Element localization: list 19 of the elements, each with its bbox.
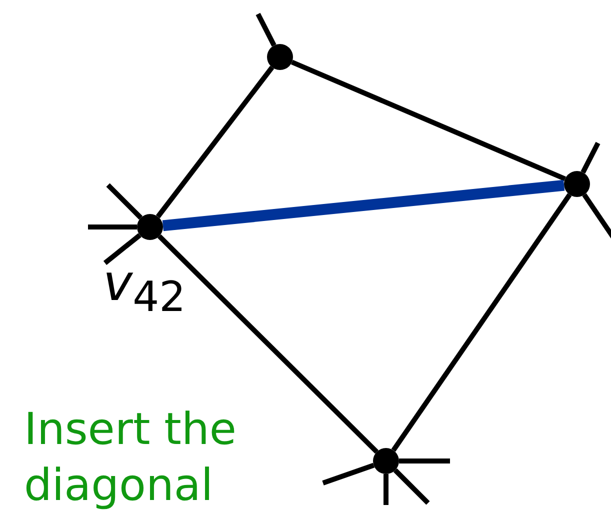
edge-stub: [256, 12, 276, 47]
edge-line: [157, 234, 379, 454]
edge-stub: [103, 233, 142, 265]
edge-stub: [384, 474, 388, 505]
step-caption: Insert the diagonal: [24, 403, 238, 513]
edge-stub: [322, 462, 375, 486]
edge-line: [290, 60, 566, 182]
vertex-label: v$_{42}$: [103, 258, 186, 318]
vertex-dot: [373, 448, 399, 474]
edge-stub: [393, 468, 430, 505]
edge-stub: [580, 142, 600, 174]
vertex-dot: [564, 171, 590, 197]
edge-line: [391, 193, 572, 452]
edge-line: [156, 66, 274, 218]
diagonal-edge: [162, 180, 565, 232]
edge-stub: [88, 224, 137, 230]
edge-stub: [399, 458, 450, 464]
vertex-dot: [267, 44, 293, 70]
edge-stub: [106, 183, 143, 220]
